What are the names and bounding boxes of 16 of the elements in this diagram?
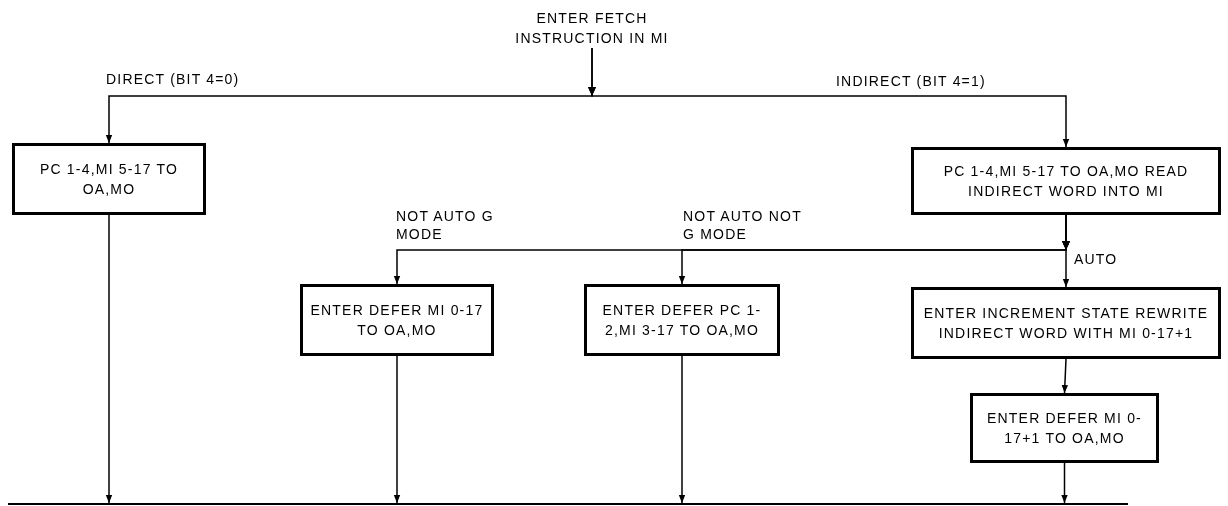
- arrow: [678, 355, 686, 504]
- process-box: ENTER DEFER MI 0-17 TO OA,MO: [300, 284, 494, 356]
- arrow: [588, 47, 1070, 148]
- arrow: [1061, 462, 1068, 504]
- arrow: [393, 355, 401, 504]
- process-box: ENTER DEFER PC 1-2,MI 3-17 TO OA,MO: [584, 284, 780, 356]
- edge-label: INDIRECT (BIT 4=1): [836, 72, 986, 90]
- process-box: ENTER INCREMENT STATE REWRITE INDIRECT WORD WITH MI 0-17+1: [911, 287, 1221, 359]
- process-box: ENTER DEFER MI 0-17+1 TO OA,MO: [970, 393, 1159, 463]
- process-box: PC 1-4,MI 5-17 TO OA,MO READ INDIRECT WORD INTO MI: [911, 147, 1221, 215]
- arrow: [1061, 358, 1069, 394]
- arrow: [1062, 214, 1070, 288]
- entry-text: ENTER FETCH INSTRUCTION IN MI: [482, 8, 702, 48]
- process-box: PC 1-4,MI 5-17 TO OA,MO: [12, 143, 206, 215]
- arrow: [105, 214, 113, 504]
- edge-label: DIRECT (BIT 4=0): [106, 70, 240, 88]
